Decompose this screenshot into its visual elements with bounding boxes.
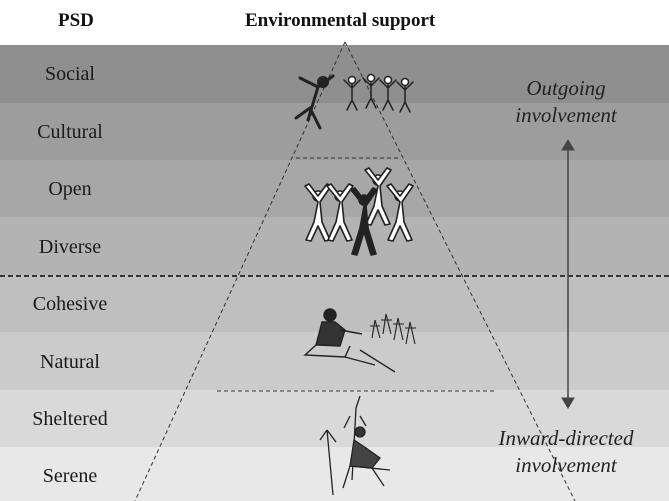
band-serene [0, 447, 669, 501]
outgoing-line-1: Outgoing [526, 76, 606, 100]
psd-label-cultural: Cultural [37, 121, 103, 143]
psd-label-cohesive: Cohesive [32, 293, 108, 315]
pyramid-right-edge [344, 41, 576, 501]
inward-line-1: Inward-directed [498, 426, 634, 450]
band-cultural [0, 103, 669, 160]
involvement-arrow [561, 139, 575, 409]
psd-label-natural: Natural [40, 351, 100, 373]
resting-person-icon [319, 395, 391, 496]
psd-column-header: PSD [58, 10, 94, 31]
group-figures-icon [304, 167, 414, 256]
dancing-people-icon [294, 73, 414, 130]
psd-label-serene: Serene [42, 465, 98, 487]
inward-line-2: involvement [515, 453, 617, 477]
psd-label-open: Open [48, 178, 92, 200]
band-social [0, 45, 669, 103]
band-sheltered [0, 390, 669, 447]
arrow-down-icon [561, 397, 575, 409]
outgoing-involvement-label: Outgoing involvement [466, 75, 666, 129]
psd-label-diverse: Diverse [38, 236, 102, 258]
psd-label-social: Social [45, 63, 95, 85]
outgoing-line-2: involvement [515, 103, 617, 127]
inward-involvement-label: Inward-directed involvement [466, 425, 666, 479]
psd-label-sheltered: Sheltered [32, 408, 108, 430]
arrow-up-icon [561, 139, 575, 151]
seated-person-icon [303, 308, 416, 373]
environmental-support-header: Environmental support [245, 10, 436, 31]
